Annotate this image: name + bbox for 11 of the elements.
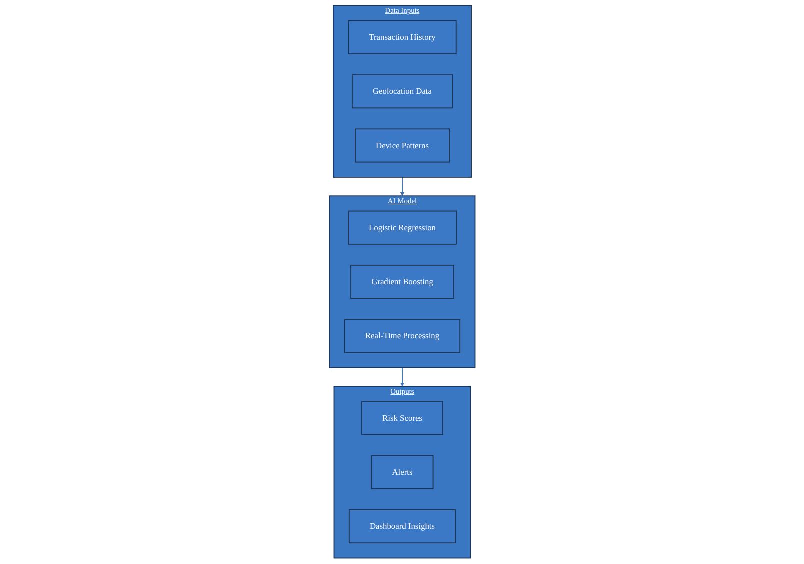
node-box: Logistic Regression [348, 210, 456, 245]
node-box: Real-Time Processing [344, 319, 460, 354]
node-box: Gradient Boosting [350, 264, 454, 300]
node-box: Transaction History [348, 20, 456, 54]
arrow [400, 177, 404, 196]
node-box: Geolocation Data [351, 74, 452, 109]
node-box: Risk Scores [361, 401, 443, 436]
node-box: Device Patterns [354, 128, 450, 163]
node-box: Alerts [370, 455, 434, 490]
node-box: Dashboard Insights [348, 509, 456, 544]
arrow [400, 367, 404, 387]
